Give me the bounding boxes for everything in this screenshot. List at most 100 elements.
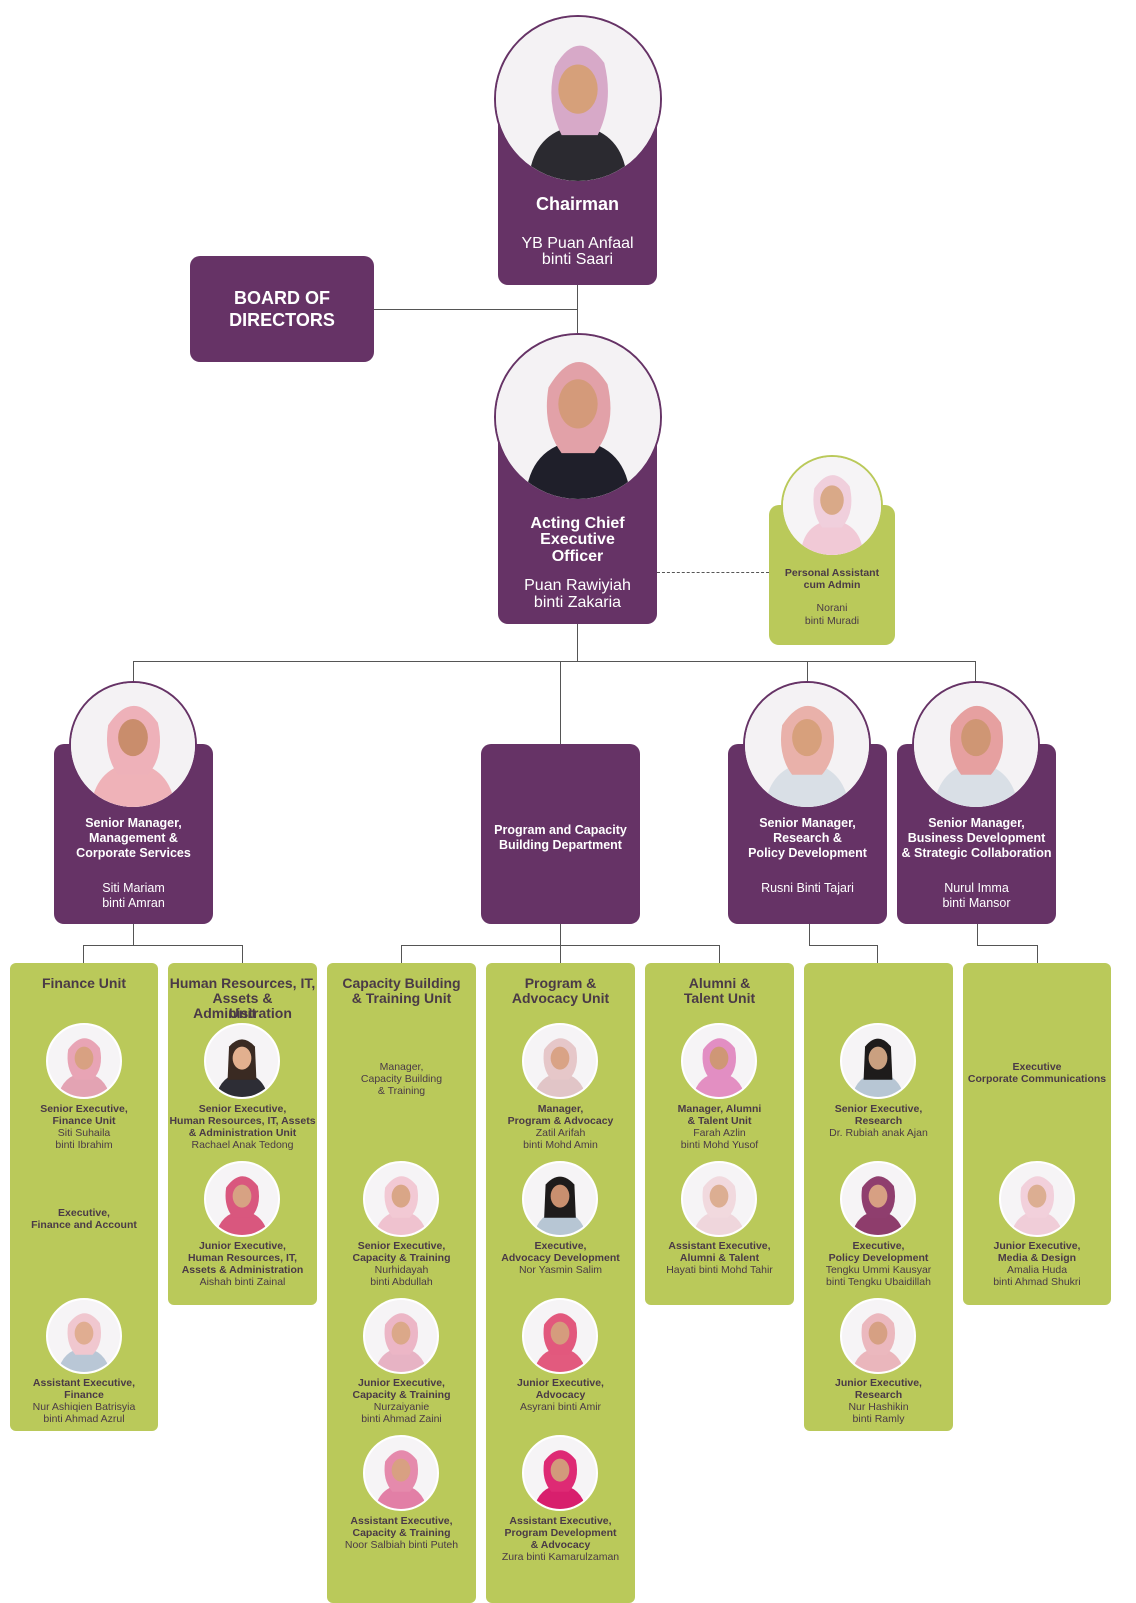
manager-role: Business Development <box>907 831 1046 845</box>
manager-1-avatar-icon <box>69 681 197 809</box>
member-name: Zura binti Kamarulzaman <box>501 1551 620 1563</box>
member-avatar-icon <box>681 1161 757 1237</box>
unit-finance: Finance Unit Senior Executive, Finance U… <box>10 963 158 1431</box>
unit-research: Senior Executive, Research Dr. Rubiah an… <box>804 963 953 1431</box>
member-role: Junior Executive, <box>517 1377 604 1389</box>
member-avatar-icon <box>681 1023 757 1099</box>
chairman-avatar-icon <box>494 15 662 183</box>
member-role: Assets & Administration <box>181 1264 304 1276</box>
member-name: Nur Hashikin <box>848 1401 909 1413</box>
member-role: & Talent Unit <box>687 1115 752 1127</box>
department-title: Program and Capacity <box>494 823 627 837</box>
member-role: Capacity & Training <box>352 1389 451 1401</box>
connector-u7 <box>1037 945 1038 963</box>
member-role: Research <box>854 1115 903 1127</box>
unit-title: Talent Unit <box>683 990 756 1006</box>
member-name: Amalia Huda <box>1006 1264 1068 1276</box>
member-name: Nurhidayah <box>374 1264 429 1276</box>
manager-role: Research & <box>773 831 842 845</box>
member-name: Nurzaiyanie <box>373 1401 430 1413</box>
member-name: binti Mohd Amin <box>523 1139 598 1151</box>
member-role: Junior Executive, <box>199 1240 286 1252</box>
manager-role: Senior Manager, <box>928 816 1025 830</box>
ceo-avatar-icon <box>494 333 662 501</box>
manager-name: Nurul Imma <box>944 881 1009 895</box>
board-of-directors-box: BOARD OF DIRECTORS <box>190 256 374 362</box>
pa-avatar-icon <box>781 455 883 557</box>
connector-drop-3 <box>807 661 808 683</box>
chairman-title: Chairman <box>535 194 620 214</box>
member-role: Policy Development <box>828 1252 929 1264</box>
connector-drop-2 <box>560 661 561 744</box>
ceo-title-3: Officer <box>551 548 604 565</box>
department-title: Building Department <box>499 838 622 852</box>
member-name: Nur Ashiqien Batrisyia <box>32 1401 136 1413</box>
board-line-1: BOARD OF <box>234 288 330 308</box>
member-avatar-icon <box>999 1161 1075 1237</box>
connector-mgr3-down <box>809 924 810 945</box>
chairman-name-1: YB Puan Anfaal <box>521 235 634 252</box>
member-role: Executive, <box>58 1207 110 1219</box>
member-role: & Administration Unit <box>188 1127 297 1139</box>
member-role: Program Development <box>504 1527 617 1539</box>
member-role: Junior Executive, <box>835 1377 922 1389</box>
member-role: Media & Design <box>997 1252 1077 1264</box>
connector-drop-1 <box>133 661 134 683</box>
ceo-name-1: Puan Rawiyiah <box>524 577 631 594</box>
member-avatar-icon <box>363 1435 439 1511</box>
member-name: binti Ramly <box>852 1413 905 1425</box>
member-role: Manager, <box>379 1061 424 1073</box>
manager-role: Policy Development <box>748 846 867 860</box>
member-avatar-icon <box>840 1023 916 1099</box>
member-role: Executive, <box>534 1240 587 1252</box>
member-role: Manager, <box>537 1103 584 1115</box>
member-name: Asyrani binti Amir <box>519 1401 602 1413</box>
connector-drop-4 <box>975 661 976 683</box>
connector-mgr1-down <box>133 924 134 945</box>
member-role: Manager, Alumni <box>677 1103 762 1115</box>
unit-title: Finance Unit <box>41 975 126 991</box>
member-role: & Training <box>377 1085 426 1097</box>
member-role: Assistant Executive, <box>350 1515 453 1527</box>
member-avatar-icon <box>363 1298 439 1374</box>
member-avatar-icon <box>522 1161 598 1237</box>
ceo-name-2: binti Zakaria <box>533 594 622 611</box>
member-name: Dr. Rubiah anak Ajan <box>829 1127 928 1139</box>
pa-name-2: binti Muradi <box>804 615 860 627</box>
unit-title: Program & <box>524 975 597 991</box>
unit-title: Assets & Administration <box>193 990 292 1021</box>
member-role: Corporate Communications <box>967 1073 1107 1085</box>
member-role: Senior Executive, <box>198 1103 287 1115</box>
connector-mgr1-bus <box>83 945 243 946</box>
manager-role: Management & <box>89 831 178 845</box>
member-avatar-icon <box>840 1298 916 1374</box>
member-name: Tengku Ummi Kausyar <box>825 1264 932 1276</box>
board-line-2: DIRECTORS <box>229 310 335 330</box>
connector-u1 <box>83 945 84 963</box>
member-name: Siti Suhaila <box>57 1127 111 1139</box>
member-role: Advocacy <box>535 1389 586 1401</box>
member-role: Alumni & Talent <box>679 1252 760 1264</box>
unit-title: & Training Unit <box>351 990 452 1006</box>
manager-role: Senior Manager, <box>759 816 856 830</box>
unit-program-advocacy: Program & Advocacy Unit Manager, Program… <box>486 963 635 1603</box>
unit-human-resources: Human Resources, IT, Assets & Administra… <box>168 963 317 1305</box>
connector-mgr3-bus <box>809 945 878 946</box>
manager-role: & Strategic Collaboration <box>901 846 1052 860</box>
member-avatar-icon <box>46 1023 122 1099</box>
connector-u2 <box>242 945 243 963</box>
member-role: & Advocacy <box>530 1539 591 1551</box>
manager-card-program-capacity: Program and Capacity Building Department <box>481 744 640 924</box>
member-name: binti Ahmad Azrul <box>43 1413 125 1425</box>
connector-u3 <box>401 945 402 963</box>
member-role: Capacity & Training <box>352 1252 451 1264</box>
unit-alumni-talent: Alumni & Talent Unit Manager, Alumni & T… <box>645 963 794 1305</box>
unit-title: Unit <box>228 1005 257 1021</box>
member-avatar-icon <box>46 1298 122 1374</box>
member-role: Senior Executive, <box>834 1103 923 1115</box>
connector-chair-ceo <box>577 285 578 333</box>
member-name: binti Abdullah <box>370 1276 433 1288</box>
member-role: Senior Executive, <box>357 1240 446 1252</box>
member-name: binti Ibrahim <box>55 1139 113 1151</box>
member-role: Capacity & Training <box>352 1527 451 1539</box>
